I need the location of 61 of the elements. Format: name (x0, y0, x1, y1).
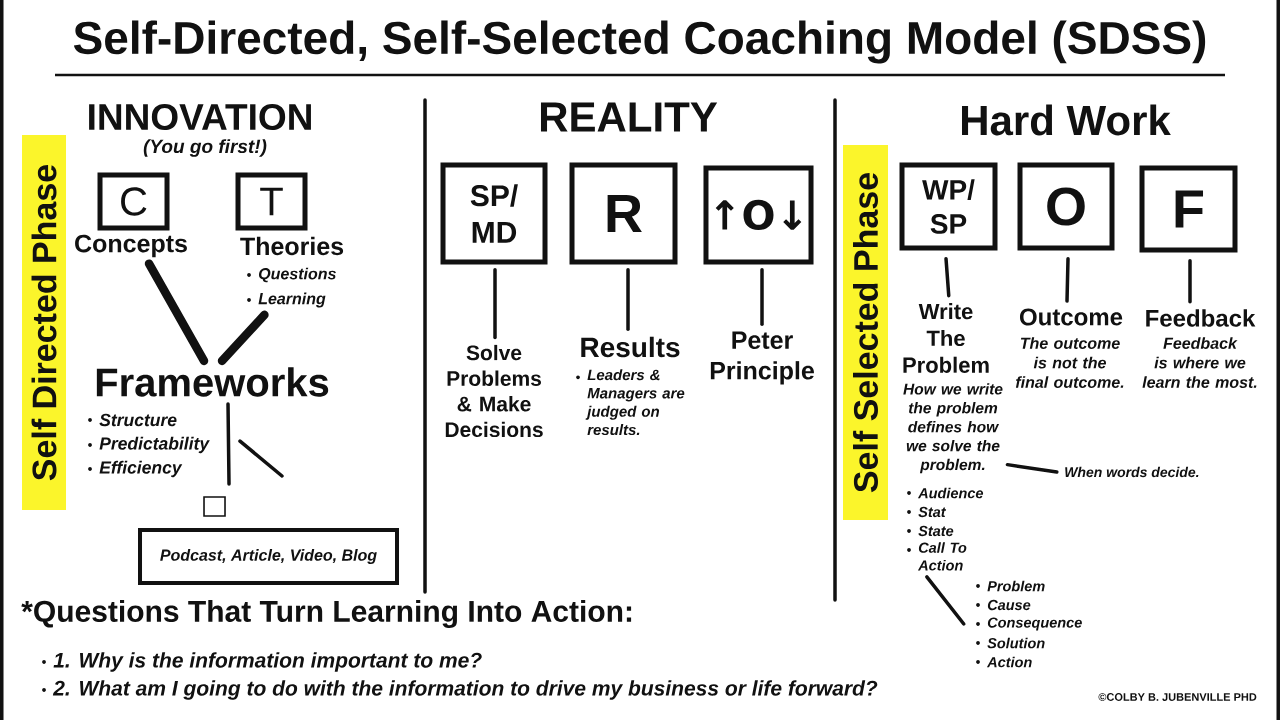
step-heading: Feedback (1146, 309, 1256, 327)
column-subtitle: (You go first!) (143, 139, 267, 157)
connector-line (238, 439, 284, 478)
letter-box: R (569, 162, 678, 265)
result-text: Solve Problems & Make Decisions (445, 344, 543, 438)
bullet-item: Solution (987, 637, 1045, 649)
description-text: Feedback is where we learn the most. (1142, 337, 1257, 388)
letter-box: T (235, 172, 308, 231)
connector-line (226, 402, 231, 486)
bullet-item: Cause (987, 599, 1031, 611)
column-heading: Hard Work (962, 104, 1171, 136)
connector-line (1188, 258, 1192, 304)
connector-line (944, 256, 951, 298)
letter-box: WP/ SP (899, 162, 998, 251)
text-box: Podcast, Article, Video, Blog (138, 528, 399, 585)
column-heading: REALITY (541, 102, 718, 132)
checkbox (203, 496, 226, 517)
bullet-item: State (918, 525, 954, 537)
bullet-item: Learning (258, 292, 326, 308)
note-text: When words decide. (1065, 466, 1199, 478)
connector-line (144, 259, 209, 366)
question-text: 2. What am I going to do with the information to drive my business or life forward? (52, 680, 878, 700)
phase-band: Self Selected Phase (843, 145, 888, 520)
column-heading: INNOVATION (89, 103, 311, 131)
bullet-item: Call To Action (917, 542, 967, 571)
connector-line (626, 267, 630, 332)
bullet-item: Leaders & Managers are judged on results. (585, 369, 685, 436)
description-text: The outcome is not the final outcome. (1015, 337, 1124, 388)
questions-heading: *Questions That Turn Learning Into Action: (21, 599, 632, 629)
letter-box: C (97, 172, 170, 231)
section-heading: Frameworks (96, 367, 329, 397)
bullet-item: Structure (99, 413, 177, 427)
letter-box: SP/ MD (440, 162, 548, 265)
connector-line (493, 267, 497, 340)
question-text: 1. Why is the information important to me? (53, 652, 482, 672)
copyright-text: ©COLBY B. JUBENVILLE PHD (1098, 693, 1257, 701)
connector-line (1065, 256, 1070, 303)
connector-line (1005, 462, 1059, 474)
box-caption: Concepts (75, 234, 187, 258)
letter-box: O (1017, 162, 1115, 251)
bullet-item: Action (986, 656, 1032, 668)
bullet-item: Audience (917, 487, 984, 499)
result-text: Peter Principle (710, 331, 814, 385)
step-heading: Outcome (1020, 308, 1123, 326)
bullet-item: Problem (987, 580, 1045, 592)
bullet-item: Stat (918, 506, 947, 518)
letter-box: F (1139, 165, 1238, 253)
bullet-item: Questions (259, 267, 336, 283)
bullet-item: Efficiency (99, 460, 183, 478)
connector-line (925, 575, 966, 626)
bullet-item: Consequence (987, 617, 1082, 631)
box-caption: Theories (240, 236, 344, 256)
description-text: How we write the problem defines how we solve the problem. (903, 383, 1003, 474)
phase-band: Self Directed Phase (22, 135, 66, 510)
symbol-box: ↑O↓ (703, 165, 814, 265)
connector-line (217, 310, 269, 366)
result-text: Results (581, 336, 680, 358)
step-heading: Write The Problem (903, 303, 989, 373)
bullet-item: Predictability (99, 436, 210, 454)
title: Self-Directed, Self-Selected Coaching Model (SDSS) (73, 20, 1206, 64)
connector-line (760, 267, 764, 326)
